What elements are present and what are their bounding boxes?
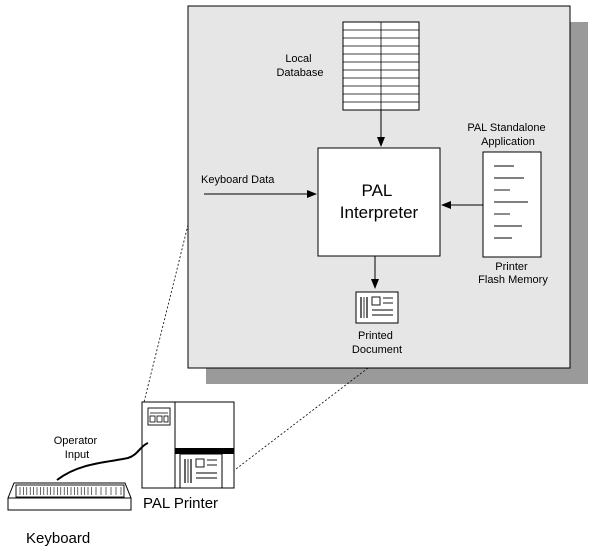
operator-input-label: Operator Input xyxy=(54,435,100,461)
zoom-line-right xyxy=(231,367,369,473)
keyboard-icon xyxy=(7,482,132,511)
operator-input-cable xyxy=(56,442,149,481)
pal-printer-label: PAL Printer xyxy=(143,495,218,512)
zoom-line-left xyxy=(143,224,189,403)
database-table-icon xyxy=(342,21,420,111)
printed-document-icon xyxy=(355,291,399,324)
pal-standalone-application-label: PAL Standalone Application xyxy=(467,122,548,148)
pal-interpreter-label: PAL Interpreter xyxy=(340,181,419,222)
keyboard-label: Keyboard xyxy=(26,530,90,547)
keyboard-data-label: Keyboard Data xyxy=(201,174,275,186)
printed-document-label: Printed Document xyxy=(352,330,402,356)
local-database-label: Local Database xyxy=(276,53,323,79)
label-printer-icon xyxy=(141,401,235,489)
document-page-icon xyxy=(482,151,542,258)
pal-interpreter-box xyxy=(317,147,441,257)
printer-flash-memory-label: Printer Flash Memory xyxy=(478,261,548,286)
